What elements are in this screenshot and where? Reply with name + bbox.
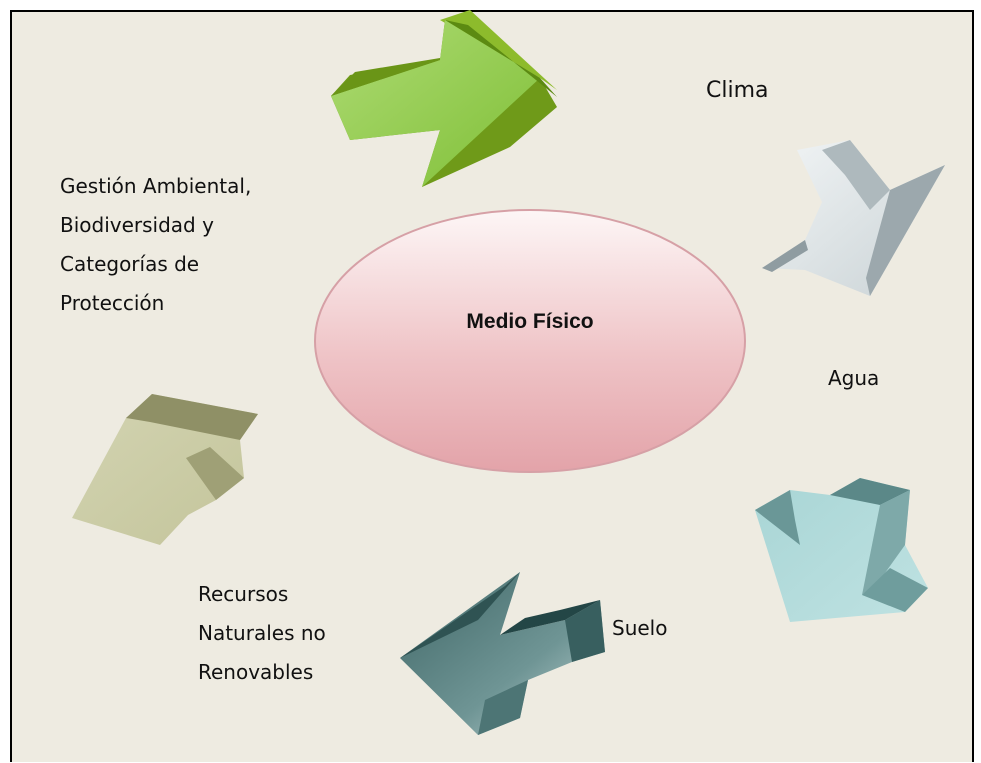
label-gestion: Gestión Ambiental, Biodiversidad y Categ… [60, 174, 251, 330]
arrow-gestion [72, 394, 258, 545]
label-gestion-line-4: Protección [60, 291, 165, 315]
center-label: Medio Físico [466, 310, 594, 333]
label-recursos-line-2: Naturales no [198, 621, 326, 645]
label-agua: Agua [828, 366, 880, 390]
label-recursos-line-3: Renovables [198, 660, 314, 684]
arrow-suelo [755, 478, 928, 622]
label-suelo: Suelo [612, 616, 668, 640]
label-recursos: Recursos Naturales no Renovables [198, 582, 326, 699]
arrow-recursos [400, 572, 605, 735]
label-gestion-line-2: Biodiversidad y [60, 213, 214, 237]
center-oval [314, 209, 746, 473]
label-gestion-line-1: Gestión Ambiental, [60, 174, 252, 198]
label-clima: Clima [706, 78, 769, 103]
label-recursos-line-1: Recursos [198, 582, 289, 606]
arrow-agua [762, 140, 945, 296]
label-gestion-line-3: Categorías de [60, 252, 200, 276]
arrow-clima [331, 10, 557, 187]
